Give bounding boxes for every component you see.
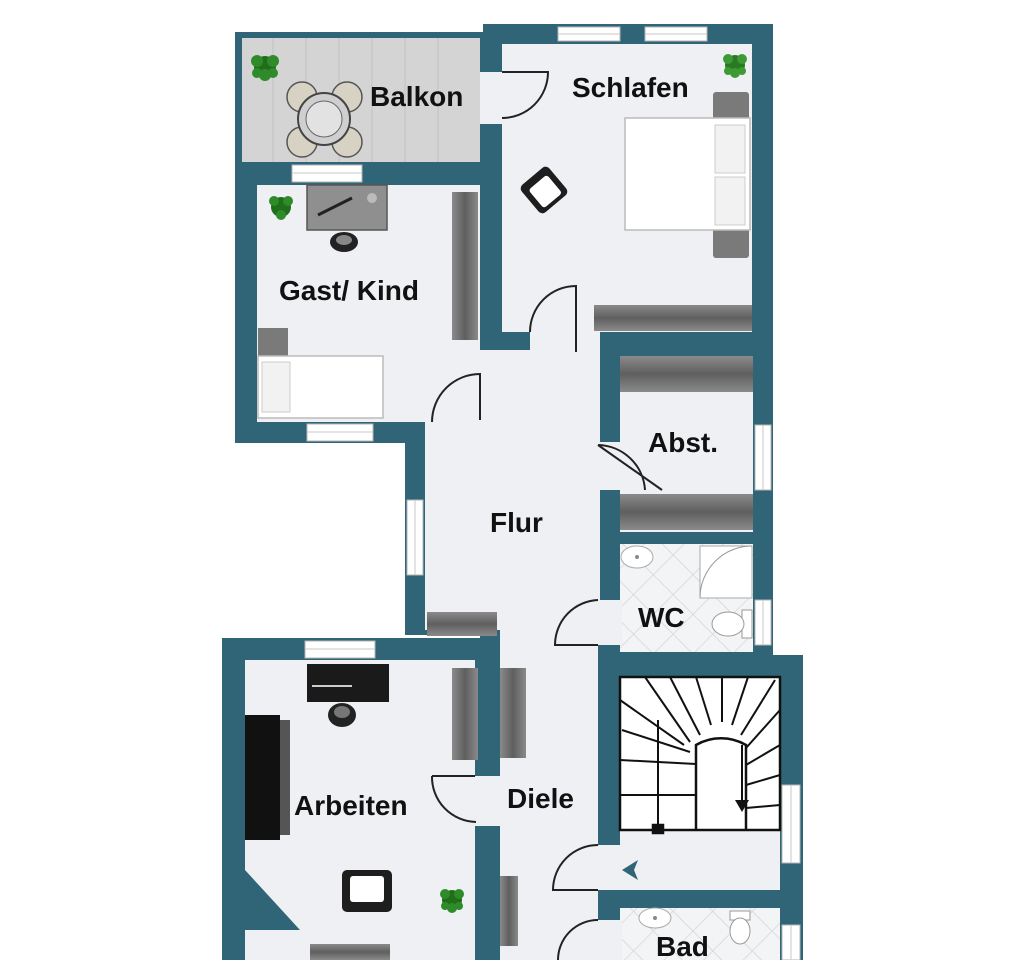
desk-icon: [245, 715, 290, 840]
bed-icon: [257, 328, 384, 419]
plant-icon: [251, 55, 279, 81]
toilet-icon: [711, 609, 753, 639]
shower-icon: [699, 545, 753, 599]
wardrobe-icon: [310, 944, 390, 960]
door-icon: [501, 71, 550, 119]
room-label-abst: Abst.: [648, 427, 718, 458]
balcony-table-set: [286, 81, 363, 158]
wardrobe-icon: [594, 305, 752, 331]
door-icon: [430, 775, 477, 823]
chair-icon: [342, 870, 392, 912]
room-labels: Balkon Schlafen Gast/ Kind Abst. Flur WC…: [279, 72, 718, 960]
chair-icon: [328, 703, 356, 727]
room-label-gast-kind: Gast/ Kind: [279, 275, 419, 306]
wardrobe-icon: [427, 612, 497, 636]
door-icon: [551, 844, 599, 891]
wardrobe-icon: [452, 192, 478, 340]
door-icon: [597, 444, 663, 491]
chair-icon: [330, 232, 358, 252]
door-icon: [529, 284, 577, 352]
room-label-balkon: Balkon: [370, 81, 463, 112]
sink-icon: [638, 907, 672, 929]
plant-icon: [269, 196, 293, 220]
room-label-schlafen: Schlafen: [572, 72, 689, 103]
arrow-icon: [622, 860, 638, 880]
plant-icon: [440, 889, 464, 913]
wardrobe-icon: [620, 356, 753, 392]
bed-icon: [624, 92, 751, 258]
wardrobe-icon: [620, 494, 753, 530]
windows: [291, 26, 801, 960]
chair-icon: [520, 166, 568, 214]
door-icon: [431, 372, 481, 423]
toilet-icon: [729, 910, 751, 945]
room-label-arbeiten: Arbeiten: [294, 790, 408, 821]
sink-icon: [620, 545, 654, 569]
plant-icon: [723, 54, 747, 78]
staircase-icon: [618, 675, 782, 835]
room-label-bad: Bad: [656, 931, 709, 960]
door-icon: [553, 599, 599, 646]
desk-icon: [306, 184, 388, 231]
room-label-wc: WC: [638, 602, 685, 633]
wardrobe-icon: [500, 876, 518, 946]
room-label-flur: Flur: [490, 507, 543, 538]
wardrobe-icon: [452, 668, 478, 760]
room-label-diele: Diele: [507, 783, 574, 814]
desk-icon: [307, 664, 389, 702]
door-icon: [557, 919, 599, 960]
wardrobe-icon: [500, 668, 526, 758]
doors: [430, 71, 663, 960]
